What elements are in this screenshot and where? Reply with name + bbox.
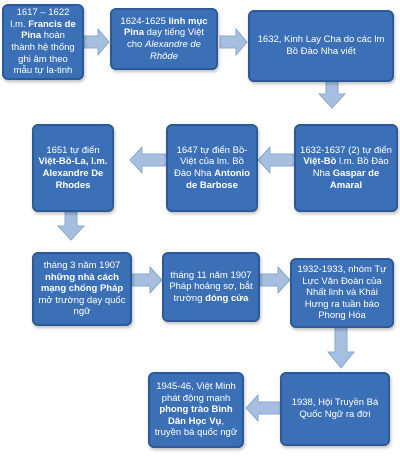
node-text-run: Francis de Pina [21,18,76,42]
node-text: 1632-1637 (2) tự điển Việt-Bồ l.m. Bồ Đà… [300,145,392,191]
node-text: tháng 11 năm 1907 Pháp hoảng sợ, bắt trư… [168,270,254,305]
arrow-right [259,265,291,295]
node-text: 1617 – 1622 l.m. Francis de Pina hoàn th… [8,7,78,76]
arrow-right [131,265,163,295]
node-text-run: 1647 tự điển Bồ-Việt của lm. Bồ Đào Nha [173,144,248,179]
arrow-right [83,27,110,57]
node-text-run: tháng 11 năm 1907 Pháp hoảng sợ, bắt trư… [169,269,253,304]
node-text: 1632, Kinh Lay Cha do các lm Bồ Đào Nha … [254,34,388,57]
timeline-box-1624: 1624-1625 linh mục Pina dạy tiếng Việt c… [110,8,218,70]
node-text-run: Gaspar de Amaral [329,168,380,191]
timeline-box-1647: 1647 tự điển Bồ-Việt của lm. Bồ Đào Nha … [166,124,258,212]
node-text-run: đóng cửa [205,292,249,304]
node-text-run: 1632, Kinh Lay Cha do các lm Bồ Đào Nha … [257,34,385,57]
timeline-box-1617: 1617 – 1622 l.m. Francis de Pina hoàn th… [2,4,84,80]
timeline-box-1632-1637: 1632-1637 (2) tự điển Việt-Bồ l.m. Bồ Đà… [294,124,398,212]
node-text: 1624-1625 linh mục Pina dạy tiếng Việt c… [116,16,212,62]
node-text-run: 1938, Hội Truyền Bá Quốc Ngữ ra đời [291,397,379,420]
node-text-run: Việt-Bồ [303,156,337,168]
node-text-run: 1617 – 1622 l.m. [10,7,70,30]
node-text-run: những nhà cách mạng chống Pháp [40,271,124,295]
node-text-run: 1632-1637 (2) tự điển [300,144,392,156]
node-text-run: mở trường dạy quốc ngữ [38,294,126,318]
arrow-left [129,145,167,175]
node-text-run: , truyền bá quốc ngữ [154,415,238,439]
timeline-box-1932: 1932-1933, nhóm Tự Lực Văn Đoàn của Nhất… [290,258,394,328]
node-text-run: tháng 3 năm 1907 [43,260,121,272]
node-text: 1651 tự điển Việt-Bồ-La, l.m. Alexandre … [38,145,108,191]
arrow-left [245,393,281,423]
node-text: 1932-1933, nhóm Tự Lực Văn Đoàn của Nhất… [296,264,388,322]
timeline-box-1907-november: tháng 11 năm 1907 Pháp hoảng sợ, bắt trư… [162,252,260,322]
node-text-run: hoàn thành hệ thống ghi âm theo mẫu tự l… [11,30,75,77]
node-text-run: 1932-1933, nhóm Tự Lực Văn Đoàn của Nhất… [297,264,387,322]
arrow-down [326,324,356,369]
arrow-right [219,27,248,57]
node-text-run: 1945-46, Việt Minh phát động mạnh [156,381,236,404]
timeline-box-1632: 1632, Kinh Lay Cha do các lm Bồ Đào Nha … [248,10,394,82]
timeline-box-1651: 1651 tự điển Việt-Bồ-La, l.m. Alexandre … [32,124,114,212]
node-text-run: Alexandre de Rhôde [144,39,201,62]
arrow-down [317,79,347,109]
node-text-run: 1624-1625 [120,15,169,27]
node-text: 1945-46, Việt Minh phát động mạnh phong … [154,381,238,439]
node-text-run: l.m. Bồ Đào Nha [312,156,389,179]
node-text-run: dạy tiếng Việt cho [127,27,205,50]
timeline-box-1907-march: tháng 3 năm 1907 những nhà cách mạng chố… [32,252,132,326]
timeline-box-1938: 1938, Hội Truyền Bá Quốc Ngữ ra đời [280,372,390,446]
timeline-box-1945: 1945-46, Việt Minh phát động mạnh phong … [148,372,244,448]
node-text-run: 1651 tự điển [46,144,100,156]
node-text-run: linh mục Pina [123,15,208,39]
arrow-down [56,211,86,241]
node-text-run: phong trào Bình Dân Học Vụ [159,404,233,427]
node-text: tháng 3 năm 1907 những nhà cách mạng chố… [38,260,126,318]
node-text-run: Antonio de Barbose [186,168,251,191]
node-text-run: Việt-Bồ-La, l.m. Alexandre De Rhodes [38,156,108,191]
arrow-left [257,145,295,175]
node-text: 1938, Hội Truyền Bá Quốc Ngữ ra đời [286,397,384,420]
node-text: 1647 tự điển Bồ-Việt của lm. Bồ Đào Nha … [172,145,252,191]
